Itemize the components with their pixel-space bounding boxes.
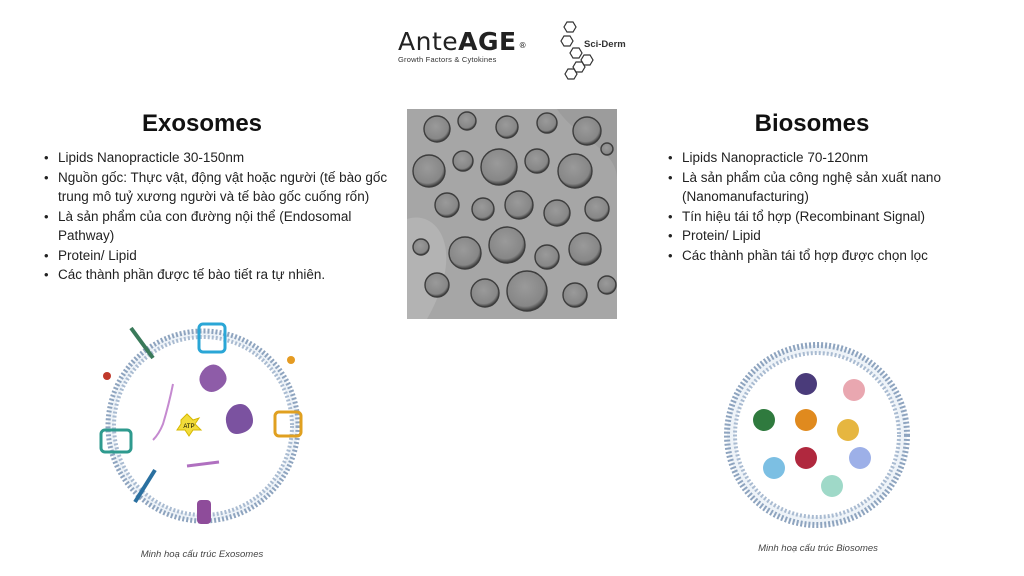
membrane-receptor (99, 428, 133, 454)
atp-label: ATP (183, 424, 194, 430)
biosomes-caption: Minh hoạ cấu trúc Biosomes (758, 543, 878, 554)
sciderm-label: Sci-Derm (584, 39, 626, 50)
membrane-receptor (197, 322, 227, 354)
logo-bar: AnteAGE® Growth Factors & Cytokines Sci-… (0, 18, 1024, 82)
exosomes-point: Các thành phần được tế bào tiết ra tự nh… (44, 265, 398, 285)
atp-molecule (176, 413, 203, 437)
exosomes-points: Lipids Nanopracticle 30-150nmNguồn gốc: … (42, 148, 398, 285)
recombinant-protein (795, 409, 817, 431)
exosomes-point: Protein/ Lipid (44, 246, 398, 266)
membrane-anchor (129, 326, 155, 360)
brand-name-regular: Ante (398, 27, 459, 56)
biosomes-point: Lipids Nanopracticle 70-120nm (668, 148, 992, 168)
exosomes-caption: Minh hoạ cấu trúc Exosomes (140, 549, 264, 560)
recombinant-protein (843, 379, 865, 401)
rna-strand (152, 383, 174, 441)
dna-fragment (186, 460, 220, 468)
recombinant-protein (821, 475, 843, 497)
biosomes-point: Tín hiệu tái tổ hợp (Recombinant Signal) (668, 207, 992, 227)
membrane-receptor (273, 410, 303, 438)
surface-marker (287, 356, 295, 364)
recombinant-protein (795, 447, 817, 469)
recombinant-protein (753, 409, 775, 431)
exosomes-point: Lipids Nanopracticle 30-150nm (44, 148, 398, 168)
brand-name-bold: AGE (458, 27, 517, 56)
recombinant-protein (763, 457, 785, 479)
anteage-logo: AnteAGE® Growth Factors & Cytokines (398, 27, 548, 65)
surface-marker (103, 372, 111, 380)
exosomes-point: Là sản phẩm của con đường nội thể (Endos… (44, 207, 398, 246)
sciderm-logo: Sci-Derm (558, 18, 630, 82)
biosomes-point: Protein/ Lipid (668, 226, 992, 246)
membrane-anchor (133, 468, 157, 504)
cryo-em-micrograph (407, 109, 617, 319)
recombinant-protein (837, 419, 859, 441)
biosomes-point: Là sản phẩm của công nghệ sản xuất nano … (668, 168, 992, 207)
exosomes-point: Nguồn gốc: Thực vật, động vật hoặc người… (44, 168, 398, 207)
recombinant-protein (849, 447, 871, 469)
protein-shape (199, 364, 227, 392)
biosomes-title: Biosomes (754, 110, 870, 137)
registered-mark: ® (518, 41, 528, 50)
biosomes-points: Lipids Nanopracticle 70-120nmLà sản phẩm… (666, 148, 992, 265)
brand-tagline: Growth Factors & Cytokines (398, 55, 497, 64)
protein-shape (225, 404, 253, 434)
biosome-structure-diagram (720, 338, 915, 533)
hexagon-cluster-icon (560, 21, 594, 80)
recombinant-protein (795, 373, 817, 395)
exosome-structure-diagram: ATP (95, 320, 320, 545)
membrane-channel (197, 500, 211, 524)
exosomes-title: Exosomes (141, 110, 263, 137)
biosomes-point: Các thành phần tái tổ hợp được chọn lọc (668, 246, 992, 266)
